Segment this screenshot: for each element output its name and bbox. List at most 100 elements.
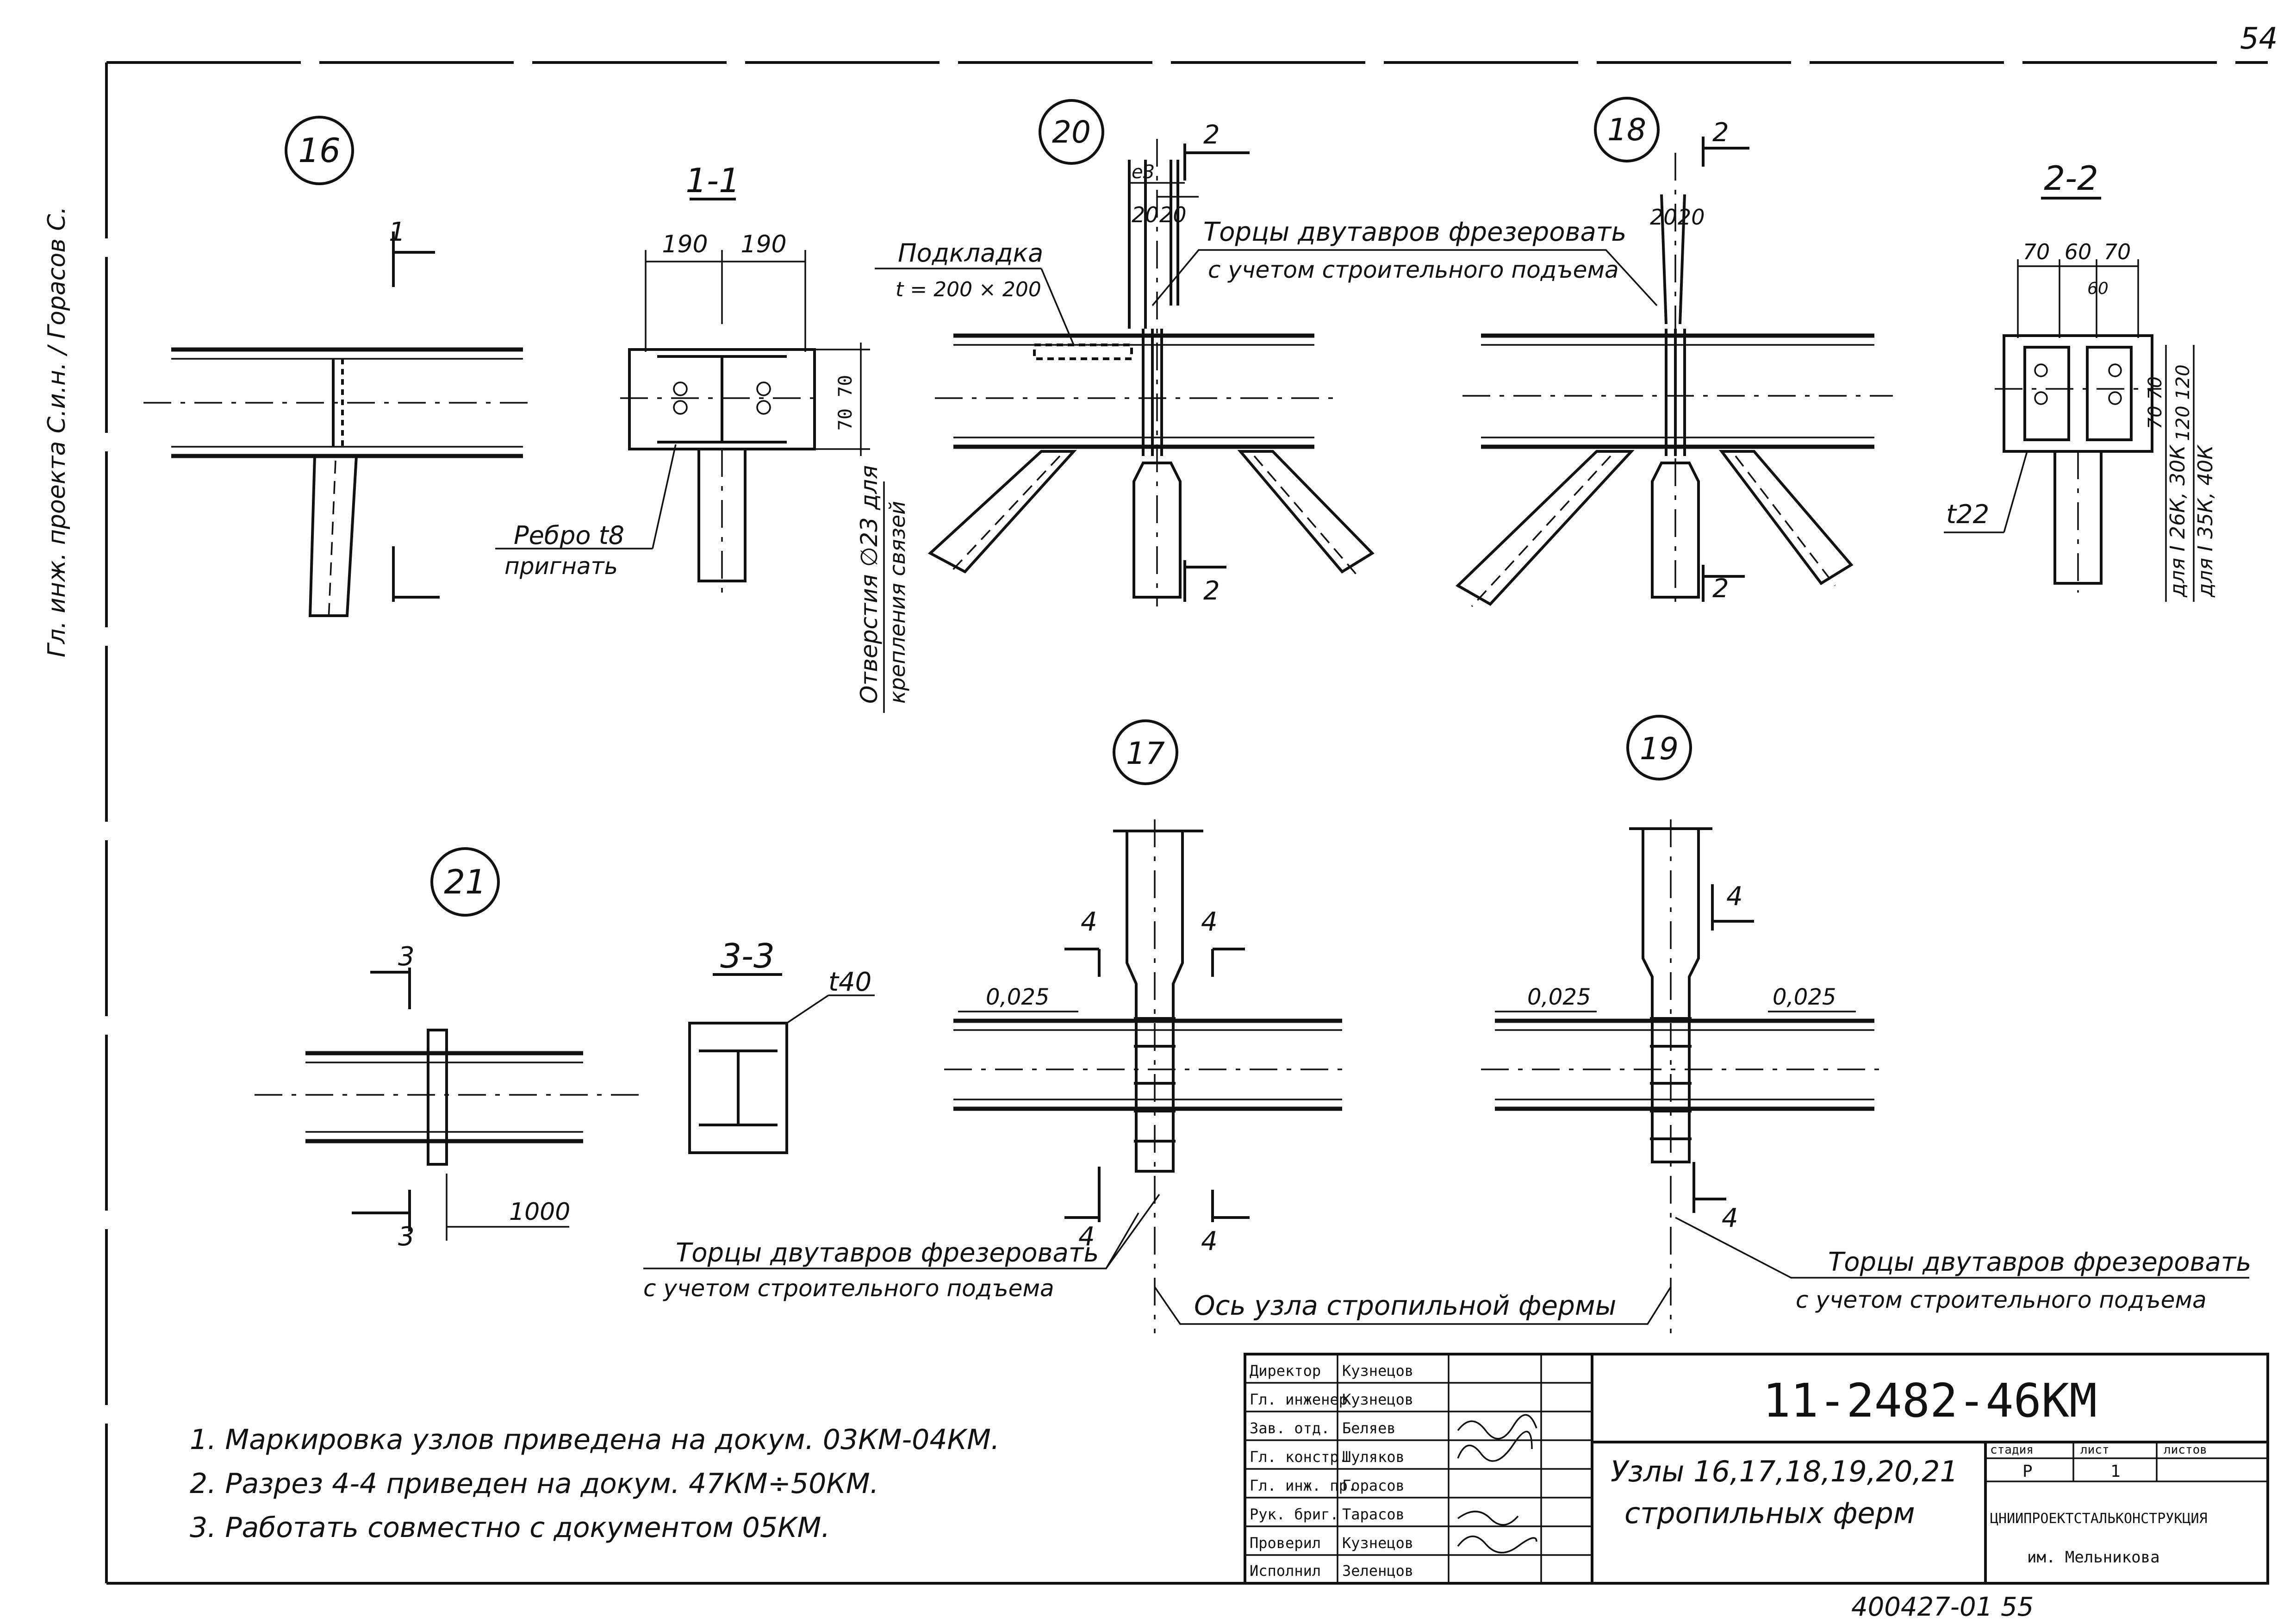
section-2-2-title: 2-2 [2044, 159, 2098, 198]
mark-2-n18-top: 2 [1712, 118, 1729, 148]
node-17-drawing: 17 [944, 719, 1351, 1333]
label-dlya-26-30: для I 26К, 30К [2166, 444, 2190, 598]
role-3: Зав. отд. [1250, 1419, 1330, 1437]
node-19-label: 19 [1640, 731, 1679, 767]
stage-header: стадия [1990, 1443, 2034, 1457]
role-5: Гл. инж. пр. [1250, 1477, 1356, 1494]
section-mark-1-top: 1 [389, 217, 405, 247]
mark-3-top: 3 [398, 942, 415, 972]
dim-60-22: 60 [2065, 239, 2092, 264]
section-mark-2-n20: 2 2 [1183, 120, 1250, 606]
dim-70-70-11: 70 70 [835, 375, 856, 431]
signature-2 [1457, 1430, 1533, 1462]
dim-20-n20-b: 20 [1159, 202, 1187, 227]
callout-rebro: Ребро t8 пригнать [495, 444, 677, 580]
role-8: Исполнил [1250, 1562, 1321, 1580]
callout-tortsy-right: Торцы двутавров фрезеровать с учетом стр… [1675, 1217, 2251, 1313]
label-rebro: Ребро t8 [514, 521, 624, 550]
name-7: Кузнецов [1342, 1534, 1413, 1552]
mark-4-n19-b: 4 [1722, 1203, 1738, 1233]
title-block-roles: Директор Гл. инженер Зав. отд. Гл. конст… [1250, 1362, 1537, 1580]
mark-4-n17-b: 4 [1201, 907, 1218, 937]
label-tortsy-right: Торцы двутавров фрезеровать [1828, 1247, 2251, 1277]
signature-1 [1457, 1414, 1537, 1440]
node-20-drawing: 20 [927, 99, 1375, 606]
mark-4-n17-a: 4 [1081, 907, 1097, 937]
signature-4 [1457, 1536, 1537, 1554]
dim-e3: e3 [1132, 162, 1155, 183]
mark-4-n17-d: 4 [1201, 1226, 1218, 1256]
dim-190-right: 190 [740, 231, 786, 258]
slope-n17: 0,025 [986, 984, 1049, 1010]
dim-20-n18-b: 20 [1678, 205, 1705, 230]
role-2: Гл. инженер [1250, 1391, 1348, 1408]
name-2: Кузнецов [1342, 1391, 1413, 1408]
label-otverstiya-2: крепления связей [885, 501, 910, 704]
role-6: Рук. бриг. [1250, 1505, 1339, 1523]
dim-60-small-22: 60 [2087, 279, 2109, 298]
name-6: Тарасов [1342, 1505, 1405, 1523]
sheets-header: листов [2164, 1443, 2207, 1457]
signature-3 [1457, 1511, 1519, 1526]
label-os-uzla: Ось узла стропильной фермы [1194, 1290, 1616, 1321]
mark-4-n17-c: 4 [1078, 1222, 1095, 1252]
drawing-code: 11-2482-46КМ [1763, 1374, 2097, 1428]
label-rebro-2: пригнать [504, 553, 618, 580]
note-1: 1. Маркировка узлов приведена на докум. … [190, 1424, 1000, 1456]
node-20-label: 20 [1052, 114, 1091, 150]
dim-190-left: 190 [662, 231, 708, 258]
label-podkladka: Подкладка [898, 238, 1043, 268]
mark-2-n18-bottom: 2 [1712, 574, 1729, 604]
mark-2-n20-top: 2 [1203, 120, 1220, 150]
dim-70-right-22: 70 [2104, 239, 2131, 264]
slope-n19-right: 0,025 [1773, 984, 1836, 1010]
dim-1000: 1000 [509, 1198, 570, 1226]
node-18-drawing: 18 [1456, 97, 1893, 607]
node-16-label: 16 [298, 131, 341, 170]
section-3-3-drawing: 3-3 t40 [688, 937, 875, 1154]
name-4: Шуляков [1342, 1448, 1405, 1466]
callout-otverstiya: Отверстия ∅23 для крепления связей [856, 465, 910, 713]
label-t40: t40 [828, 967, 871, 997]
section-3-3-title: 3-3 [720, 937, 775, 975]
mark-4-n19-a: 4 [1726, 881, 1743, 912]
role-7: Проверил [1250, 1534, 1321, 1552]
org-name: ЦНИИПРОЕКТСТАЛЬКОНСТРУКЦИЯ [1990, 1511, 2208, 1527]
dim-70-left-22: 70 [2023, 239, 2050, 264]
label-tortsy-left-2: с учетом строительного подъема [643, 1275, 1054, 1302]
notes: 1. Маркировка узлов приведена на докум. … [190, 1424, 1000, 1544]
section-1-1-drawing: 1-1 70 70 [620, 161, 870, 593]
name-3: Беляев [1342, 1419, 1396, 1437]
section-2-2-drawing: 2-2 70 70 120 120 [1944, 159, 2195, 602]
title-block [1244, 1353, 2269, 1585]
label-otverstiya: Отверстия ∅23 для [856, 465, 883, 704]
mark-3-bottom: 3 [398, 1222, 415, 1252]
section-1-1-title: 1-1 [685, 161, 740, 200]
bottom-number: 400427-01 55 [1851, 1592, 2034, 1622]
dim-120-120-22: 120 120 [2172, 364, 2194, 441]
margin-note: Гл. инж. проекта С.и.н. / Горасов С. [43, 206, 71, 657]
note-2: 2. Разрез 4-4 приведен на докум. 47КМ÷50… [190, 1468, 879, 1500]
sheet-value: 1 [2110, 1462, 2121, 1481]
role-1: Директор [1250, 1362, 1321, 1380]
node-21-label: 21 [444, 862, 486, 901]
org-name-2: им. Мельникова [2027, 1548, 2160, 1567]
dim-20-n18-a: 20 [1650, 205, 1677, 230]
page-number: 54 [2240, 22, 2277, 56]
node-17-label: 17 [1126, 736, 1165, 771]
label-podkladka-size: t = 200 × 200 [896, 278, 1041, 301]
callout-tortsy-top: Торцы двутавров фрезеровать с учетом стр… [1151, 217, 1658, 306]
label-dlya-35-40: для I 35К, 40К [2194, 444, 2217, 598]
label-t22: t22 [1946, 500, 1989, 530]
slope-n19-left: 0,025 [1527, 984, 1591, 1010]
stage-value: Р [2022, 1462, 2033, 1481]
dim-20-n20-a: 20 [1132, 202, 1159, 227]
label-tortsy-top: Торцы двутавров фрезеровать [1203, 217, 1626, 247]
callout-tortsy-left: Торцы двутавров фрезеровать с учетом стр… [643, 1193, 1160, 1302]
drawing-title-1: Узлы 16,17,18,19,20,21 [1611, 1455, 1958, 1488]
dim-70-70-22: 70 70 [2145, 376, 2166, 430]
node-16-drawing: 16 [143, 116, 537, 621]
drawing-title-2: стропильных ферм [1624, 1496, 1915, 1530]
node-18-label: 18 [1607, 112, 1646, 148]
label-tortsy-top-2: с учетом строительного подъема [1208, 256, 1619, 283]
